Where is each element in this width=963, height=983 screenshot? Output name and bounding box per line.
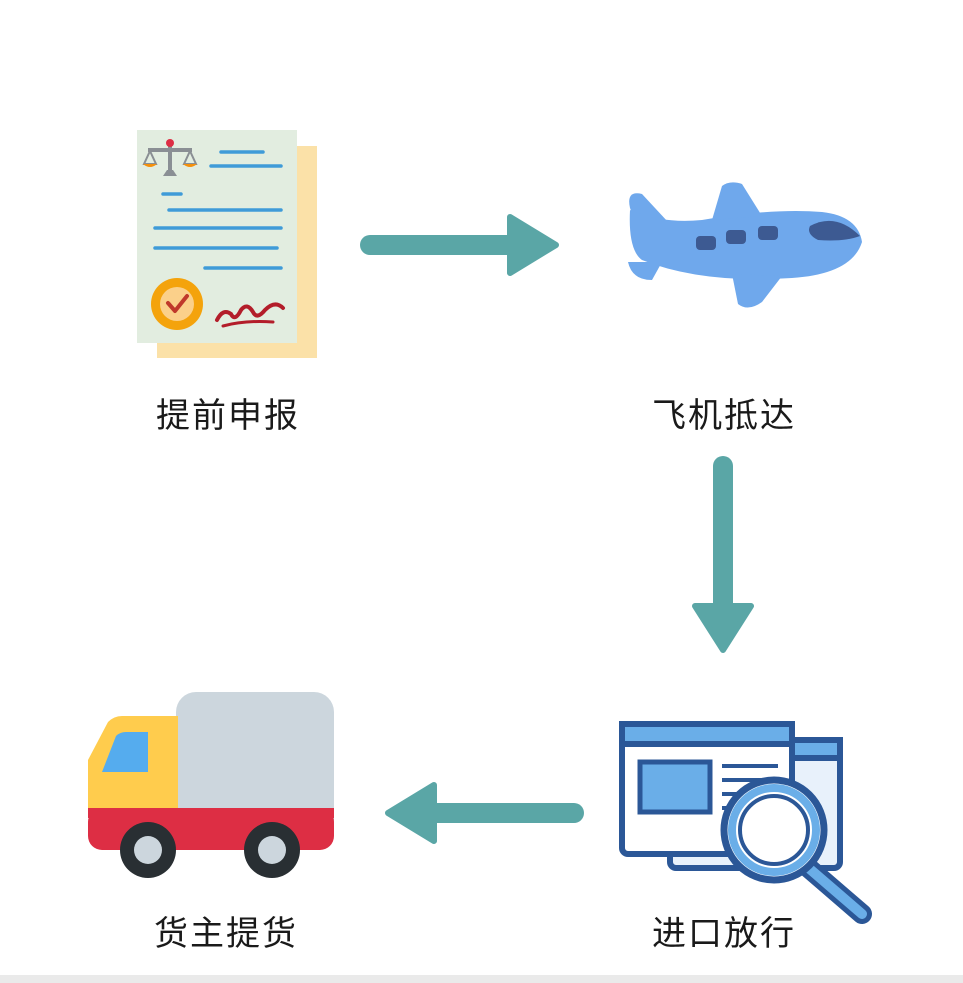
- document-search-icon: [618, 718, 880, 928]
- step-label-pickup: 货主提货: [154, 914, 298, 954]
- step-label-arrival: 飞机抵达: [652, 396, 796, 436]
- arrow-right-icon: [360, 214, 560, 276]
- step-label-customs-release: 进口放行: [652, 914, 796, 954]
- airplane-icon: [622, 180, 870, 310]
- legal-document-icon: [135, 128, 320, 360]
- bottom-divider: [0, 975, 963, 983]
- delivery-truck-icon: [86, 690, 336, 880]
- step-label-declare: 提前申报: [156, 396, 300, 436]
- arrow-down-icon: [692, 456, 754, 656]
- arrow-left-icon: [384, 782, 584, 844]
